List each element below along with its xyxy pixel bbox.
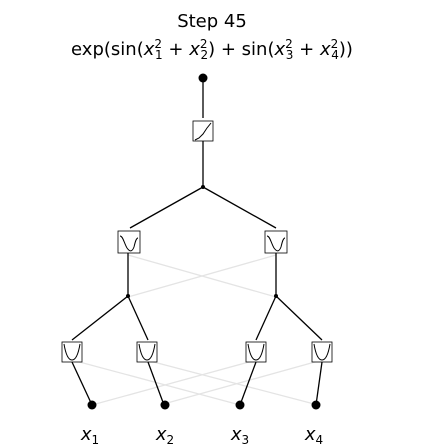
input-node-x1 [87, 400, 97, 410]
sin-layer [117, 230, 288, 254]
input-node-x2 [160, 400, 170, 410]
activation-box-square-4 [311, 341, 333, 363]
square-layer [61, 341, 333, 363]
title-step: Step 45 [177, 11, 247, 32]
input-nodes [87, 400, 321, 410]
input-node-x4 [311, 400, 321, 410]
faint-edges [71, 254, 323, 406]
output-layer [192, 73, 214, 142]
activation-box-sin-1 [117, 230, 141, 254]
input-label-x2: x2 [155, 424, 174, 447]
activation-box-square-2 [136, 341, 158, 363]
input-label-x4: x4 [304, 424, 323, 447]
activation-box-square-1 [61, 341, 83, 363]
middle-edges [71, 295, 323, 341]
input-labels: x1 x2 x3 x4 [80, 424, 323, 447]
input-label-x1: x1 [80, 424, 99, 447]
input-node-x3 [235, 400, 245, 410]
exp-curve [194, 122, 212, 141]
activation-box-square-3 [245, 341, 267, 363]
outer-edges [129, 186, 277, 229]
input-edges [71, 361, 323, 406]
input-label-x3: x3 [230, 424, 249, 447]
